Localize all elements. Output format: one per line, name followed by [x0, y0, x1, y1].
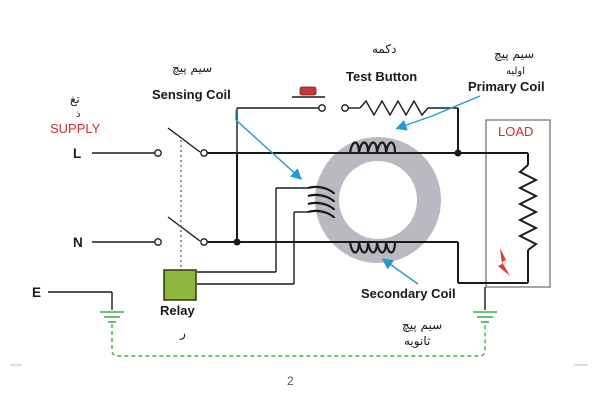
secondary-coil-label: Secondary Coil — [361, 286, 456, 301]
l-switch-blade — [167, 127, 201, 153]
test-button-label: Test Button — [346, 69, 417, 84]
earth-leakage-path — [111, 324, 486, 357]
page-number: 2 — [287, 374, 294, 388]
sensing-coil-leader — [235, 110, 303, 180]
secondary-coil-fa-2: ثانویه — [404, 334, 430, 349]
sensing-coil-label: Sensing Coil — [152, 87, 231, 102]
relay-fa: ر — [179, 326, 186, 341]
sensing-coil-fa: سیم پیچ — [172, 61, 212, 75]
l-terminal-left — [154, 149, 162, 157]
earth-symbol-left — [100, 311, 124, 323]
junction-primary — [454, 149, 462, 157]
sensing-coil — [307, 185, 336, 219]
line-label: L — [73, 146, 81, 161]
fault-arrow — [498, 248, 510, 276]
test-terminal-right — [341, 104, 349, 112]
primary-coil-top — [348, 141, 397, 154]
supply-label: SUPPLY — [50, 121, 101, 136]
primary-coil-fa-sub: اولیه — [506, 66, 525, 77]
neutral-label: N — [73, 235, 83, 250]
test-resistor — [359, 99, 429, 117]
secondary-coil-bottom — [348, 241, 397, 254]
n-terminal-right — [200, 238, 208, 246]
earth-symbol-right — [473, 311, 497, 323]
secondary-coil-fa-1: سیم پیچ — [402, 318, 442, 332]
primary-coil-fa: سیم پیچ — [494, 47, 534, 61]
primary-coil-label: Primary Coil — [468, 79, 545, 94]
n-switch-blade — [167, 216, 201, 242]
earth-label: E — [32, 285, 41, 300]
supply-fa-sub: ذ — [76, 109, 80, 120]
l-terminal-right — [200, 149, 208, 157]
relay-label: Relay — [160, 303, 195, 318]
toroid-core — [315, 137, 441, 263]
load-label: LOAD — [498, 124, 533, 139]
relay-box — [163, 269, 197, 301]
primary-coil-leader — [395, 95, 481, 131]
load-resistor — [517, 164, 539, 251]
test-terminal-left — [318, 104, 326, 112]
n-terminal-left — [154, 238, 162, 246]
test-button-fa: دکمه — [372, 42, 396, 56]
supply-fa: تغ — [70, 92, 80, 106]
load-box — [485, 119, 551, 288]
secondary-coil-leader — [381, 258, 419, 285]
test-button[interactable] — [299, 86, 317, 96]
